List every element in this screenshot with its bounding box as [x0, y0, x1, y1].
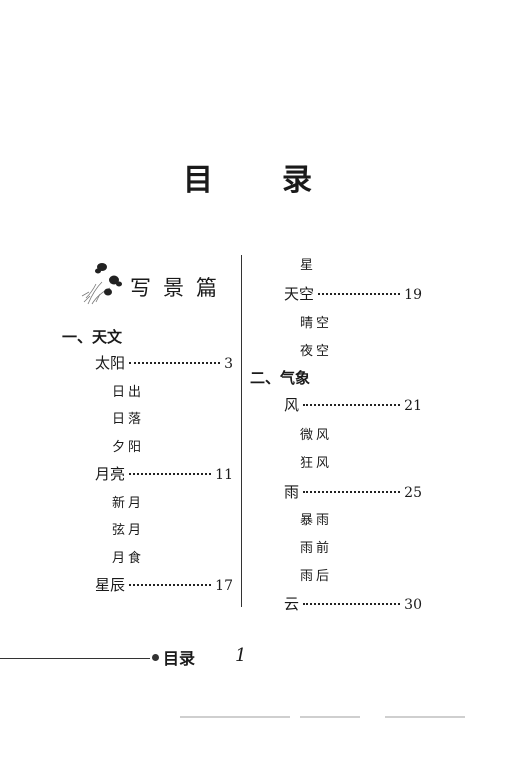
- leader-dots: [129, 473, 212, 475]
- toc-entry[interactable]: 天空 19: [284, 283, 422, 304]
- footer-rule: [0, 658, 150, 659]
- category-heading: 二、气象: [250, 369, 311, 387]
- toc-entry[interactable]: 星辰 17: [95, 574, 233, 595]
- toc-entry[interactable]: 风 21: [284, 394, 422, 415]
- category-heading: 一、天文: [62, 328, 123, 346]
- toc-entry-page: 3: [224, 356, 233, 372]
- toc-entry-label: 太阳: [95, 354, 126, 372]
- toc-entry-page: 17: [215, 578, 233, 594]
- page-title-char-2: 录: [282, 163, 312, 198]
- toc-entry[interactable]: 太阳 3: [95, 352, 233, 373]
- toc-subentry[interactable]: 月食: [112, 551, 145, 566]
- footer-section-label: 目录: [163, 649, 196, 668]
- toc-entry[interactable]: 云 30: [284, 593, 422, 614]
- toc-subentry[interactable]: 夜空: [300, 344, 333, 359]
- toc-entry[interactable]: 月亮 11: [95, 463, 233, 484]
- toc-entry-label: 风: [284, 396, 300, 414]
- toc-subentry[interactable]: 日落: [112, 412, 145, 427]
- toc-entry-page: 11: [215, 467, 233, 483]
- footer-bullet: [152, 654, 159, 661]
- leader-dots: [303, 491, 401, 493]
- toc-entry-page: 30: [404, 597, 422, 613]
- toc-subentry[interactable]: 暴雨: [300, 513, 333, 528]
- column-divider: [241, 255, 242, 607]
- section-title: 写景篇: [130, 276, 229, 300]
- toc-entry-page: 25: [404, 485, 422, 501]
- toc-entry-label: 天空: [284, 285, 315, 303]
- toc-entry-page: 21: [404, 398, 422, 414]
- toc-entry[interactable]: 雨 25: [284, 481, 422, 502]
- flower-decoration-icon: [81, 263, 122, 305]
- toc-subentry[interactable]: 日出: [112, 385, 145, 400]
- toc-subentry[interactable]: 夕阳: [112, 440, 145, 455]
- toc-entry-label: 星辰: [95, 576, 126, 594]
- scan-noise: [180, 716, 290, 718]
- toc-subentry[interactable]: 星: [300, 258, 317, 273]
- toc-subentry[interactable]: 微风: [300, 428, 333, 443]
- toc-entry-label: 月亮: [95, 465, 126, 483]
- scan-noise: [385, 716, 465, 718]
- scan-noise: [300, 716, 360, 718]
- toc-entry-label: 云: [284, 595, 300, 613]
- page-number: 1: [235, 645, 247, 666]
- page-title-char-1: 目: [183, 163, 213, 198]
- toc-subentry[interactable]: 弦月: [112, 523, 145, 538]
- toc-subentry[interactable]: 新月: [112, 496, 145, 511]
- toc-entry-label: 雨: [284, 483, 300, 501]
- toc-subentry[interactable]: 晴空: [300, 316, 333, 331]
- leader-dots: [318, 293, 401, 295]
- leader-dots: [129, 584, 212, 586]
- leader-dots: [303, 603, 401, 605]
- toc-subentry[interactable]: 雨后: [300, 569, 333, 584]
- toc-entry-page: 19: [404, 287, 422, 303]
- leader-dots: [129, 362, 221, 364]
- leader-dots: [303, 404, 401, 406]
- toc-subentry[interactable]: 狂风: [300, 456, 333, 471]
- toc-subentry[interactable]: 雨前: [300, 541, 333, 556]
